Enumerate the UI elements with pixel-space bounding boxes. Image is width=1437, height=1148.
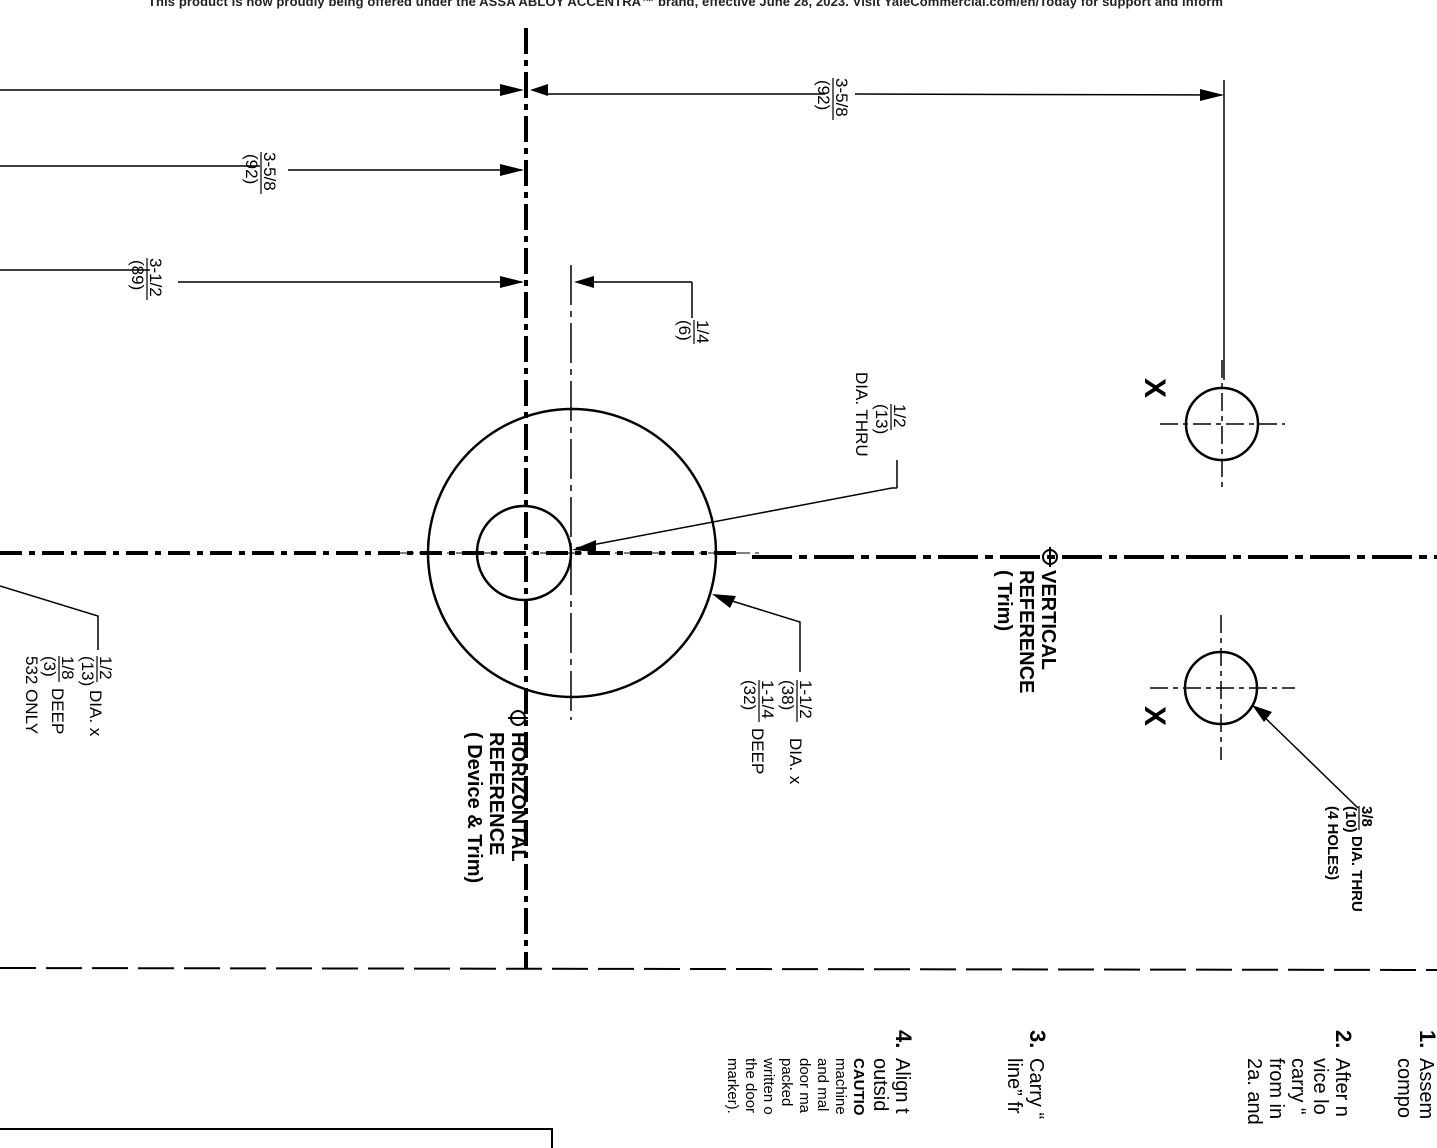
svg-text:3-5/8: 3-5/8 (832, 78, 851, 117)
svg-text:(13): (13) (78, 656, 97, 686)
svg-text:DIA. x: DIA. x (86, 690, 105, 737)
svg-text:compo: compo (1393, 1058, 1415, 1118)
dim-label-2: 3-5/8 (92) (242, 152, 279, 194)
dim-label-1: 3-5/8 (92) (814, 78, 851, 120)
svg-text:2a. and: 2a. and (1243, 1058, 1265, 1125)
svg-text:(4 HOLES): (4 HOLES) (1324, 806, 1341, 880)
svg-text:HORIZONTAL: HORIZONTAL (507, 732, 529, 862)
svg-text:carry “: carry “ (1287, 1058, 1309, 1115)
centerline-symbol-icon (508, 710, 528, 726)
callout-four-holes: 3/8 (10) DIA. THRU (4 HOLES) (1324, 806, 1375, 912)
arrow-icon (1252, 705, 1272, 722)
svg-text:( Trim): ( Trim) (993, 570, 1015, 631)
svg-text:( Device & Trim): ( Device & Trim) (463, 732, 485, 883)
step-1: 1. Assem compo (1393, 1030, 1437, 1119)
svg-text:DEEP: DEEP (48, 688, 67, 734)
svg-text:Assem: Assem (1415, 1058, 1437, 1119)
svg-text:1/8: 1/8 (58, 656, 77, 680)
step-2: 2. After n vice lo carry “ from in 2a. a… (1243, 1030, 1356, 1125)
svg-text:outsid: outsid (869, 1058, 891, 1111)
svg-text:and mal: and mal (814, 1058, 831, 1111)
callout-left-hole: 1/2 (13) DIA. x 1/8 (3) DEEP 532 ONLY (22, 656, 115, 737)
svg-text:vice lo: vice lo (1309, 1058, 1331, 1115)
door-edge-line (0, 967, 1437, 971)
svg-text:(92): (92) (814, 80, 833, 110)
svg-text:3/8: 3/8 (1358, 806, 1375, 827)
arrow-icon (500, 276, 524, 288)
svg-text:DIA. THRU: DIA. THRU (852, 372, 871, 457)
svg-text:door ma: door ma (796, 1058, 813, 1114)
svg-text:marker).: marker). (724, 1058, 741, 1114)
svg-text:1/2: 1/2 (96, 656, 115, 680)
svg-text:packed: packed (778, 1058, 795, 1106)
leader-four-holes (1256, 709, 1359, 809)
callout-big-hole: 1-1/2 (38) DIA. x 1-1/4 (32) DEEP (740, 680, 815, 785)
svg-text:DEEP: DEEP (748, 728, 767, 774)
svg-text:3-1/2: 3-1/2 (146, 258, 165, 297)
svg-text:X: X (1138, 378, 1171, 398)
arrow-icon (530, 84, 548, 96)
bottom-box (0, 1128, 553, 1148)
svg-text:REFERENCE: REFERENCE (485, 732, 507, 855)
arrow-icon (1200, 89, 1224, 101)
svg-text:(13): (13) (872, 404, 891, 434)
dim-label-4: 1/4 (6) (675, 320, 712, 344)
arrow-icon (572, 540, 596, 552)
svg-text:(6): (6) (675, 320, 694, 341)
svg-text:the door: the door (742, 1058, 759, 1113)
step-4: 4. Align t outsid CAUTIO machine and mal… (724, 1030, 916, 1116)
leader-left-hole (0, 585, 99, 650)
horizontal-reference-label: HORIZONTAL REFERENCE ( Device & Trim) (463, 732, 529, 883)
leader-big-hole (715, 595, 801, 672)
svg-text:from in: from in (1265, 1058, 1287, 1119)
centerline-symbol-icon (1042, 547, 1058, 567)
svg-text:1.: 1. (1415, 1030, 1437, 1048)
svg-text:REFERENCE: REFERENCE (1015, 570, 1037, 693)
svg-text:CAUTIO: CAUTIO (850, 1058, 867, 1116)
vertical-reference-label: VERTICAL REFERENCE ( Trim) (993, 570, 1059, 693)
banner-text: This product is now proudly being offere… (148, 0, 1224, 9)
arrow-icon (500, 164, 524, 176)
svg-text:(89): (89) (128, 260, 147, 290)
svg-text:written o: written o (760, 1057, 777, 1115)
leader-small-hole (575, 487, 897, 549)
arrow-icon (500, 84, 524, 96)
mark-x-top: X (1138, 378, 1171, 398)
svg-text:(38): (38) (778, 680, 797, 710)
svg-text:After n: After n (1331, 1058, 1353, 1117)
svg-text:3.: 3. (1025, 1030, 1050, 1048)
svg-text:2.: 2. (1331, 1030, 1356, 1048)
svg-text:line” fr: line” fr (1003, 1058, 1025, 1114)
svg-text:VERTICAL: VERTICAL (1037, 570, 1059, 670)
svg-text:532 ONLY: 532 ONLY (22, 656, 41, 734)
callout-small-hole: 1/2 (13) DIA. THRU (852, 372, 909, 457)
svg-text:1-1/4: 1-1/4 (758, 680, 777, 719)
svg-text:DIA. x: DIA. x (786, 738, 805, 785)
svg-text:1/4: 1/4 (693, 320, 712, 344)
arrow-icon (712, 594, 736, 608)
svg-text:(32): (32) (740, 680, 759, 710)
svg-text:(92): (92) (242, 154, 261, 184)
svg-text:1-1/2: 1-1/2 (796, 680, 815, 719)
svg-text:3-5/8: 3-5/8 (260, 152, 279, 191)
svg-text:DIA. THRU: DIA. THRU (1348, 836, 1365, 912)
svg-text:1/2: 1/2 (890, 404, 909, 428)
dim-label-3: 3-1/2 (89) (128, 258, 165, 300)
svg-text:Align t: Align t (891, 1058, 913, 1114)
step-3: 3. Carry “ line” fr (1003, 1030, 1050, 1119)
mark-x-bottom: X (1138, 706, 1171, 726)
top-banner: This product is now proudly being offere… (0, 0, 1437, 12)
dim-line-1c (854, 93, 1223, 96)
svg-text:(3): (3) (40, 656, 59, 677)
svg-text:Carry “: Carry “ (1025, 1058, 1047, 1119)
svg-text:4.: 4. (891, 1030, 916, 1048)
svg-text:machine: machine (832, 1058, 849, 1115)
arrow-icon (574, 276, 594, 288)
svg-text:(10): (10) (1342, 806, 1359, 833)
svg-text:X: X (1138, 706, 1171, 726)
